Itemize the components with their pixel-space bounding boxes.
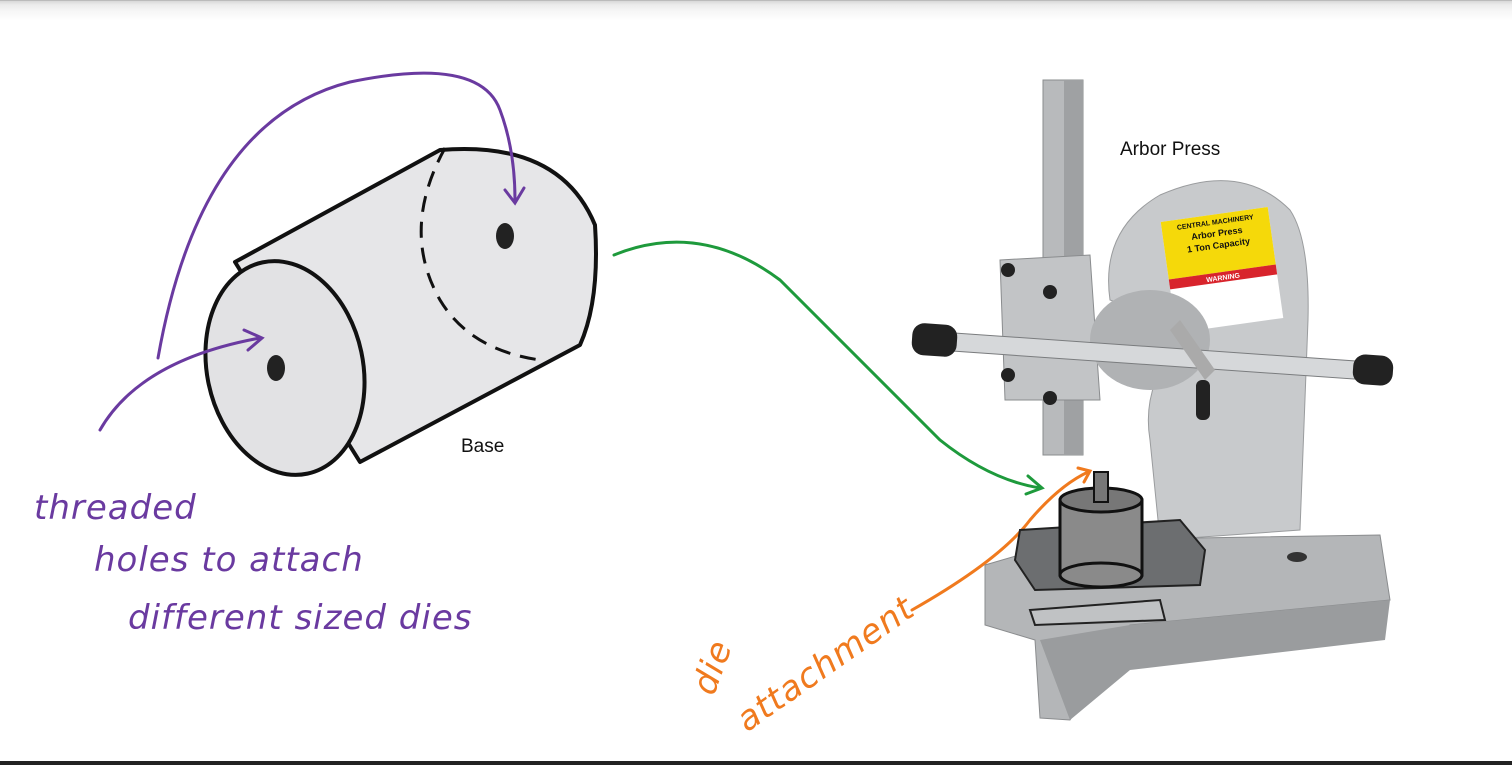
base-label: Base	[461, 436, 505, 457]
purple-arrows	[98, 71, 526, 432]
arbor-press-image: CENTRAL MACHINERY Arbor Press 1 Ton Capa…	[911, 79, 1394, 721]
threaded-hole-front	[267, 355, 285, 381]
base-cylinder-sketch	[203, 147, 598, 477]
arbor-press-label: Arbor Press	[1120, 139, 1221, 160]
window-bottom-edge	[0, 761, 1512, 765]
annotation-threaded-line1: threaded	[34, 488, 197, 528]
press-sticker: CENTRAL MACHINERY Arbor Press 1 Ton Capa…	[1160, 207, 1284, 333]
green-arrow	[612, 240, 1045, 496]
annotation-threaded-line2: holes to attach	[94, 540, 364, 580]
sticker-warning: WARNING	[1206, 273, 1241, 285]
window-top-bar	[0, 0, 1512, 21]
annotation-threaded-line3: different sized dies	[128, 598, 473, 638]
orange-arrow	[910, 466, 1093, 612]
threaded-hole-side	[496, 223, 514, 249]
